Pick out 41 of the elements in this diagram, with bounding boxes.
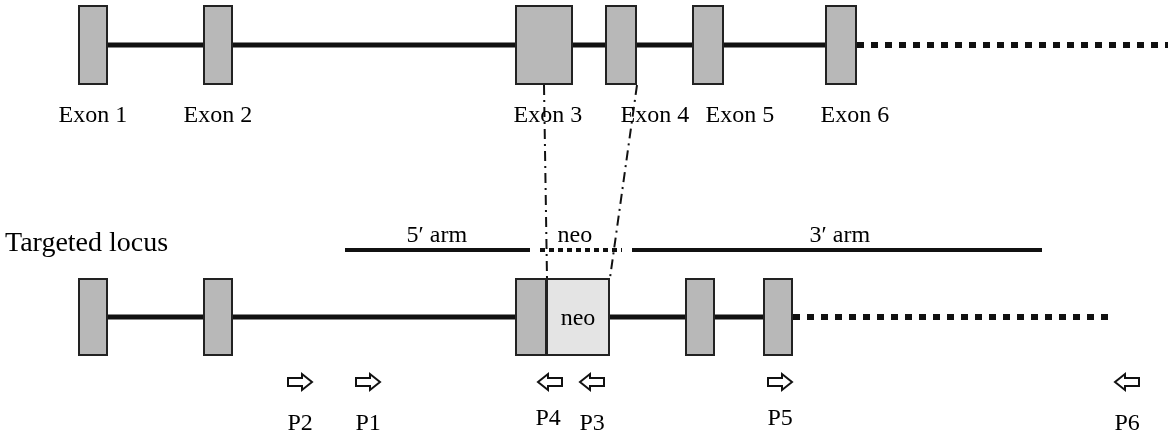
intron-line	[573, 42, 605, 48]
dotted-line	[857, 42, 1168, 48]
dash-dot-line	[543, 84, 548, 279]
exon-label: Exon 3	[513, 102, 583, 126]
primer-label: P2	[287, 410, 313, 434]
exon-box	[203, 5, 233, 85]
exon-label: Exon 4	[620, 102, 690, 126]
arm-label: 3′ arm	[809, 222, 871, 246]
exon-label: Exon 1	[58, 102, 128, 126]
exon-box	[78, 5, 108, 85]
intron-line	[233, 42, 515, 48]
exon-box	[515, 278, 547, 356]
exon-box	[685, 278, 715, 356]
primer-label: P4	[535, 405, 561, 429]
intron-line	[724, 42, 825, 48]
exon-box	[605, 5, 637, 85]
exon-box	[515, 5, 573, 85]
intron-line	[233, 314, 515, 320]
exon-box	[763, 278, 793, 356]
primer-label: P5	[767, 405, 793, 429]
intron-line	[715, 314, 763, 320]
intron-line	[108, 42, 203, 48]
arm-label: neo	[557, 222, 593, 246]
exon-box	[203, 278, 233, 356]
locus-label: Targeted locus	[5, 228, 169, 256]
exon-box	[825, 5, 857, 85]
primer-label: P1	[355, 410, 381, 434]
exon-label: Exon 2	[183, 102, 253, 126]
exon-label: Exon 5	[705, 102, 775, 126]
exon-box	[78, 278, 108, 356]
primer-label: P3	[579, 410, 605, 434]
intron-line	[610, 314, 685, 320]
exon-label: Exon 6	[820, 102, 890, 126]
arm-label: 5′ arm	[406, 222, 468, 246]
exon-box	[692, 5, 724, 85]
intron-line	[637, 42, 692, 48]
neo-cassette-box: neo	[547, 278, 610, 356]
intron-line	[108, 314, 203, 320]
dotted-line	[793, 314, 1110, 320]
primer-label: P6	[1114, 410, 1140, 434]
dash-dot-line	[609, 84, 638, 279]
